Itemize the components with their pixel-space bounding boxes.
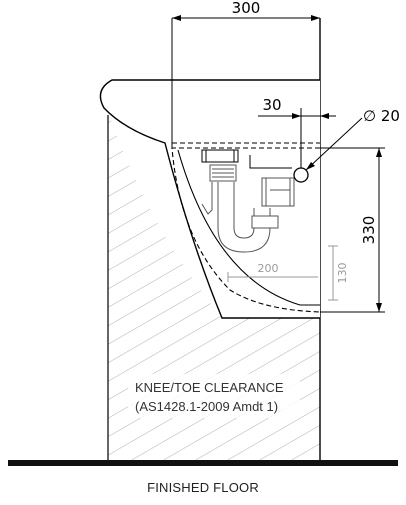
dim-130-label: 130 — [336, 263, 349, 284]
basin-dashed-outline — [171, 147, 321, 313]
clearance-note-line2: (AS1428.1-2009 Amdt 1) — [135, 399, 278, 414]
waste-outlet — [201, 149, 239, 163]
finished-floor-label: FINISHED FLOOR — [147, 480, 259, 495]
basin-outline — [99, 79, 320, 319]
basin-bowl-curve — [177, 149, 320, 306]
dim-30-label: 30 — [262, 96, 281, 114]
dim-330-label: 330 — [360, 216, 378, 245]
clearance-note-line1: KNEE/TOE CLEARANCE — [135, 380, 284, 395]
floor-bar — [8, 460, 398, 466]
dim-200-label: 200 — [258, 262, 279, 275]
dim-dia-leader — [305, 117, 363, 171]
tap-hole — [293, 167, 309, 183]
dim-dia-label: ∅ 20 — [363, 107, 400, 125]
waste-trap — [201, 149, 295, 253]
dim-300-label: 300 — [232, 0, 261, 17]
